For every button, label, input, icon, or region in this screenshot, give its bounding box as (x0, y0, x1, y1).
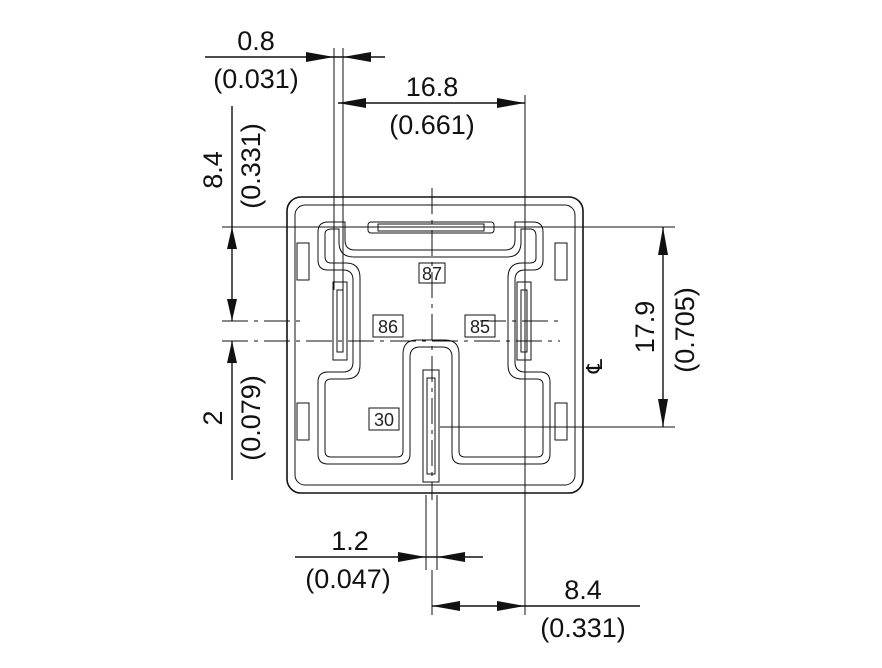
dim-0.8-mm: 0.8 (237, 26, 275, 56)
side-slots (296, 242, 568, 441)
pin-86 (332, 281, 348, 361)
slot-right-bottom (554, 402, 568, 441)
body-outer-outline (286, 196, 584, 494)
terminal-86-box (372, 314, 404, 338)
internal-channel (317, 221, 551, 465)
terminal-85-label: 85 (470, 317, 490, 337)
slot-right-top (554, 242, 568, 281)
dim-vertical-spacing: 17.9 (0.705) (630, 227, 700, 427)
dim-pin-thickness: 0.8 (0.031) (205, 26, 385, 94)
dim-pin30-thickness: 1.2 (0.047) (295, 526, 483, 594)
dim-16.8-mm: 16.8 (406, 72, 459, 102)
terminal-86-label: 86 (378, 317, 398, 337)
slot-left-top (296, 242, 310, 281)
dim-2-mm: 2 (198, 410, 228, 425)
pin-30-outline (422, 369, 440, 483)
dim-8.4v-arrow-bottom (227, 299, 237, 321)
relay-body (286, 196, 584, 494)
dim-8.4h-mm: 8.4 (564, 575, 602, 605)
pin-86-blade (336, 289, 344, 353)
dim-pin30-offset: 8.4 (0.331) (432, 575, 640, 643)
dim-17.9-arrow-bottom (658, 399, 668, 427)
dim-0.8-arrow-right (343, 52, 371, 62)
dim-2-arrow (227, 341, 237, 363)
dim-1.2-in: (0.047) (305, 564, 391, 594)
dim-1.2-arrow-left (398, 552, 426, 562)
dim-8.4v-arrow-top (227, 227, 237, 249)
dim-1.2-arrow-right (437, 552, 465, 562)
channel-outer (317, 221, 551, 465)
pins (332, 221, 532, 483)
terminal-85-box (464, 314, 496, 338)
dim-8.4v-mm: 8.4 (198, 151, 228, 189)
dim-horizontal-spacing: 16.8 (0.661) (338, 72, 525, 140)
dim-8.4v-in: (0.331) (236, 123, 266, 209)
dim-top-offset: 8.4 (0.331) (198, 106, 266, 321)
dim-17.9-in: (0.705) (670, 287, 700, 373)
center-lines: ℄ (222, 188, 608, 500)
slot-left-bottom (296, 402, 310, 441)
pin-86-outline (332, 281, 348, 361)
dim-16.8-arrow-right (497, 98, 525, 108)
dim-0.8-arrow-left (306, 52, 334, 62)
dim-8.4h-arrow-left (432, 601, 460, 611)
body-inner-outline (294, 204, 576, 486)
centerline-symbol: ℄ (583, 358, 608, 374)
channel-inner (324, 228, 544, 458)
dim-1.2-mm: 1.2 (331, 526, 369, 556)
extension-lines (222, 48, 675, 615)
dim-bottom-offset: 2 (0.079) (198, 341, 266, 480)
dim-17.9-arrow-top (658, 227, 668, 255)
dim-17.9-mm: 17.9 (630, 301, 660, 354)
terminal-labels: 87 86 85 30 (368, 262, 496, 431)
dim-0.8-in: (0.031) (213, 64, 299, 94)
terminal-30-box (368, 407, 400, 431)
pin-30-blade (426, 377, 436, 475)
dim-8.4h-in: (0.331) (540, 613, 626, 643)
terminal-30-label: 30 (374, 410, 394, 430)
dim-16.8-in: (0.661) (389, 110, 475, 140)
dim-8.4h-arrow-right (497, 601, 525, 611)
pin-30 (422, 369, 440, 483)
dim-2-in: (0.079) (236, 375, 266, 461)
dim-16.8-arrow-left (338, 98, 366, 108)
